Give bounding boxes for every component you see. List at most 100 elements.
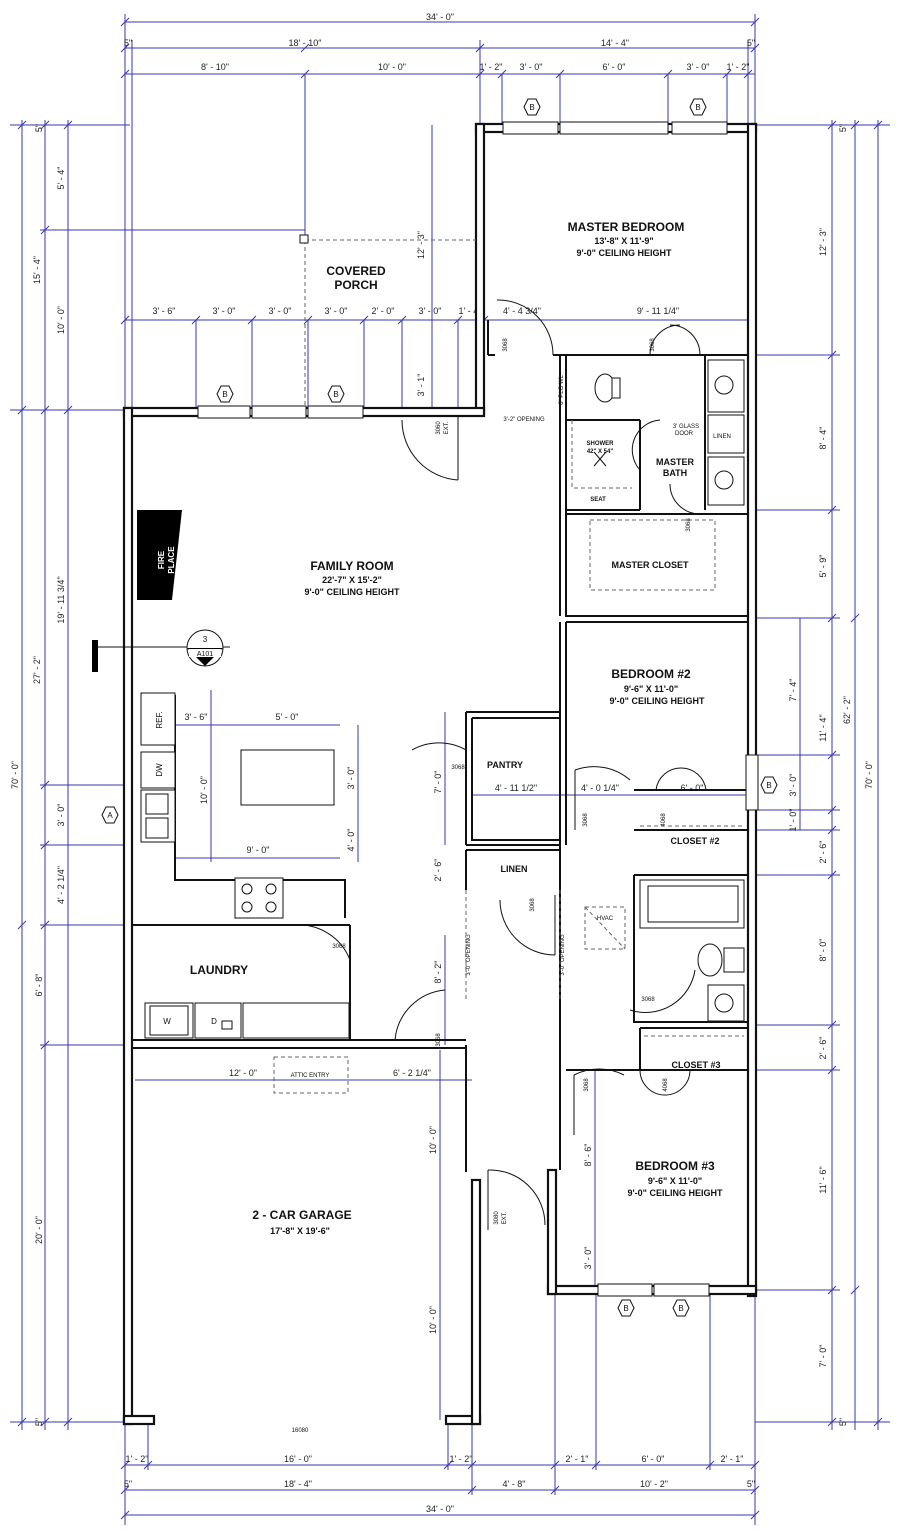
laundry-name: LAUNDRY xyxy=(190,963,248,977)
master-bath-line2: BATH xyxy=(663,468,687,478)
dim-bottom-0: 1' - 2" xyxy=(126,1454,149,1464)
covered-porch-line1: COVERED xyxy=(326,264,386,278)
family-room-name: FAMILY ROOM xyxy=(310,559,393,573)
master-bedroom-ceiling: 9'-0" CEILING HEIGHT xyxy=(577,248,672,258)
dim-right-9: 2' - 6" xyxy=(818,1037,828,1060)
dim-bottom2-0: 18' - 4" xyxy=(284,1479,312,1489)
svg-text:B: B xyxy=(529,103,534,112)
master-closet-name: MASTER CLOSET xyxy=(611,560,689,570)
dim-hall-w: 4' - 0 1/4" xyxy=(581,783,619,793)
tag-a-kitchen: A xyxy=(101,806,119,824)
refrigerator xyxy=(140,692,176,746)
dim-porch-6: 1' - 4" xyxy=(459,306,482,316)
dim-left-6: 6' - 8" xyxy=(34,974,44,997)
section-sheet: A101 xyxy=(197,651,213,658)
dim-left-1: 5' - 4" xyxy=(56,167,66,190)
dim-right-8: 8' - 0" xyxy=(818,939,828,962)
seat-label: SEAT xyxy=(590,497,606,503)
fixture-labels: FIRE PLACE REF. DW W D ATTIC ENTRY SHOWE… xyxy=(155,338,731,1434)
dim-left-0: 5" xyxy=(34,124,44,132)
door-4068-closet2: 4068 xyxy=(661,813,667,827)
dim-top-row-2: 1' - 2" xyxy=(480,62,503,72)
shower-label-2: 42" X 54" xyxy=(587,449,614,455)
garage-name: 2 - CAR GARAGE xyxy=(252,1208,351,1222)
door-3068-garage: 3068 xyxy=(436,1033,442,1047)
dim-right-5: 3' - 0" xyxy=(788,774,798,797)
svg-text:B: B xyxy=(222,390,227,399)
dimension-ticks xyxy=(17,17,883,1520)
closet3-name: CLOSET #3 xyxy=(671,1060,720,1070)
tag-b-bed2: B xyxy=(760,776,778,794)
door-3068-bed3: 3068 xyxy=(584,1078,590,1092)
dim-porch-height: 12' - 3" xyxy=(416,231,426,259)
door-3068-hallbath: 3068 xyxy=(641,997,655,1003)
master-bath-line1: MASTER xyxy=(656,457,695,467)
dim-right-0: 5" xyxy=(838,124,848,132)
dim-right-1: 12' - 3" xyxy=(818,228,828,256)
sink-top-bowl xyxy=(714,375,734,395)
tag-b-top-1: B xyxy=(523,98,541,116)
ext-door-b: 3080 xyxy=(494,1211,500,1225)
sink-bottom-bowl xyxy=(714,470,734,490)
dw-label: DW xyxy=(155,763,164,777)
dim-mb-width: 9' - 11 1/4" xyxy=(637,306,679,316)
dim-right-outer-0: 62' - 2" xyxy=(842,696,852,724)
dim-bottom-3: 2' - 1" xyxy=(566,1454,589,1464)
svg-text:B: B xyxy=(333,390,338,399)
dim-right-12: 5" xyxy=(838,1418,848,1426)
washer-label: W xyxy=(163,1017,171,1026)
door-3068-bath: 3068 xyxy=(650,338,656,352)
bedroom3-size: 9'-6" X 11'-0" xyxy=(648,1176,702,1186)
room-labels: MASTER BEDROOM 13'-8" X 11'-9" 9'-0" CEI… xyxy=(190,220,723,1236)
dim-kitchen-left: 3' - 6" xyxy=(185,712,208,722)
dim-top-row-0: 8' - 10" xyxy=(201,62,229,72)
dim-garage-621: 6' - 2 1/4" xyxy=(393,1068,431,1078)
dim-closet2-w: 6' - 0" xyxy=(681,783,704,793)
covered-porch-line2: PORCH xyxy=(334,278,377,292)
garage-door-label: 16080 xyxy=(292,1428,309,1434)
dim-top-right-wide: 14' - 4" xyxy=(601,38,629,48)
dim-left-5: 4' - 2 1/4" xyxy=(56,866,66,904)
dim-porch-5: 3' - 0" xyxy=(419,306,442,316)
closet2-name: CLOSET #2 xyxy=(670,836,719,846)
dim-top-row-4: 6' - 0" xyxy=(603,62,626,72)
door-3068-pantry: 3068 xyxy=(451,765,465,771)
bedroom3-ceiling: 9'-0" CEILING HEIGHT xyxy=(628,1188,723,1198)
dim-overall-top: 34' - 0" xyxy=(426,12,454,22)
door-3068-bed2: 3068 xyxy=(583,813,589,827)
dim-porch-1: 3' - 0" xyxy=(213,306,236,316)
dim-left-8: 5" xyxy=(34,1418,44,1426)
dim-mb-door: 4' - 4 3/4" xyxy=(503,306,541,316)
glass-door-label-2: DOOR xyxy=(675,431,694,437)
door-3068-closet: 3068 xyxy=(686,518,692,532)
dim-right-4: 7' - 4" xyxy=(788,679,798,702)
dim-right-mid-0: 11' - 4" xyxy=(818,714,828,741)
fireplace-label-2: PLACE xyxy=(167,546,176,574)
dim-left-7: 20' - 0" xyxy=(34,1216,44,1244)
dim-garage-12: 12' - 0" xyxy=(229,1068,257,1078)
dim-bottom-5a: 5" xyxy=(124,1479,132,1489)
dim-kitchen-island: 5' - 0" xyxy=(276,712,299,722)
sink-bottom xyxy=(707,456,745,506)
laundry-counter xyxy=(242,1002,350,1039)
linen-cabinet-label: LINEN xyxy=(713,434,731,440)
interior-walls xyxy=(132,320,748,1172)
dim-porch-2: 3' - 0" xyxy=(269,306,292,316)
dim-top-5a: 5" xyxy=(124,38,132,48)
dim-porch-0: 3' - 6" xyxy=(153,306,176,316)
dim-right-3: 5' - 9" xyxy=(818,555,828,578)
dim-bottom-5: 2' - 1" xyxy=(721,1454,744,1464)
fixtures xyxy=(92,359,745,1094)
dim-garage-10a: 10' - 0" xyxy=(428,1126,438,1154)
door-3068-laundry: 3068 xyxy=(332,944,346,950)
dishwasher xyxy=(140,751,176,789)
dim-garage-10b: 10' - 0" xyxy=(428,1306,438,1334)
dim-porch-step: 3' - 1" xyxy=(416,374,426,397)
dimension-labels: 34' - 0" 5" 18' - 10" 14' - 4" 5" 8' - 1… xyxy=(10,12,874,1514)
dim-bed3-86: 8' - 6" xyxy=(583,1144,593,1167)
opening-top-label: 3'-2" OPENING xyxy=(503,417,545,423)
fireplace-label-1: FIRE xyxy=(157,550,166,569)
dim-bottom-4: 6' - 0" xyxy=(642,1454,665,1464)
dim-left-3: 19' - 11 3/4" xyxy=(56,576,66,623)
